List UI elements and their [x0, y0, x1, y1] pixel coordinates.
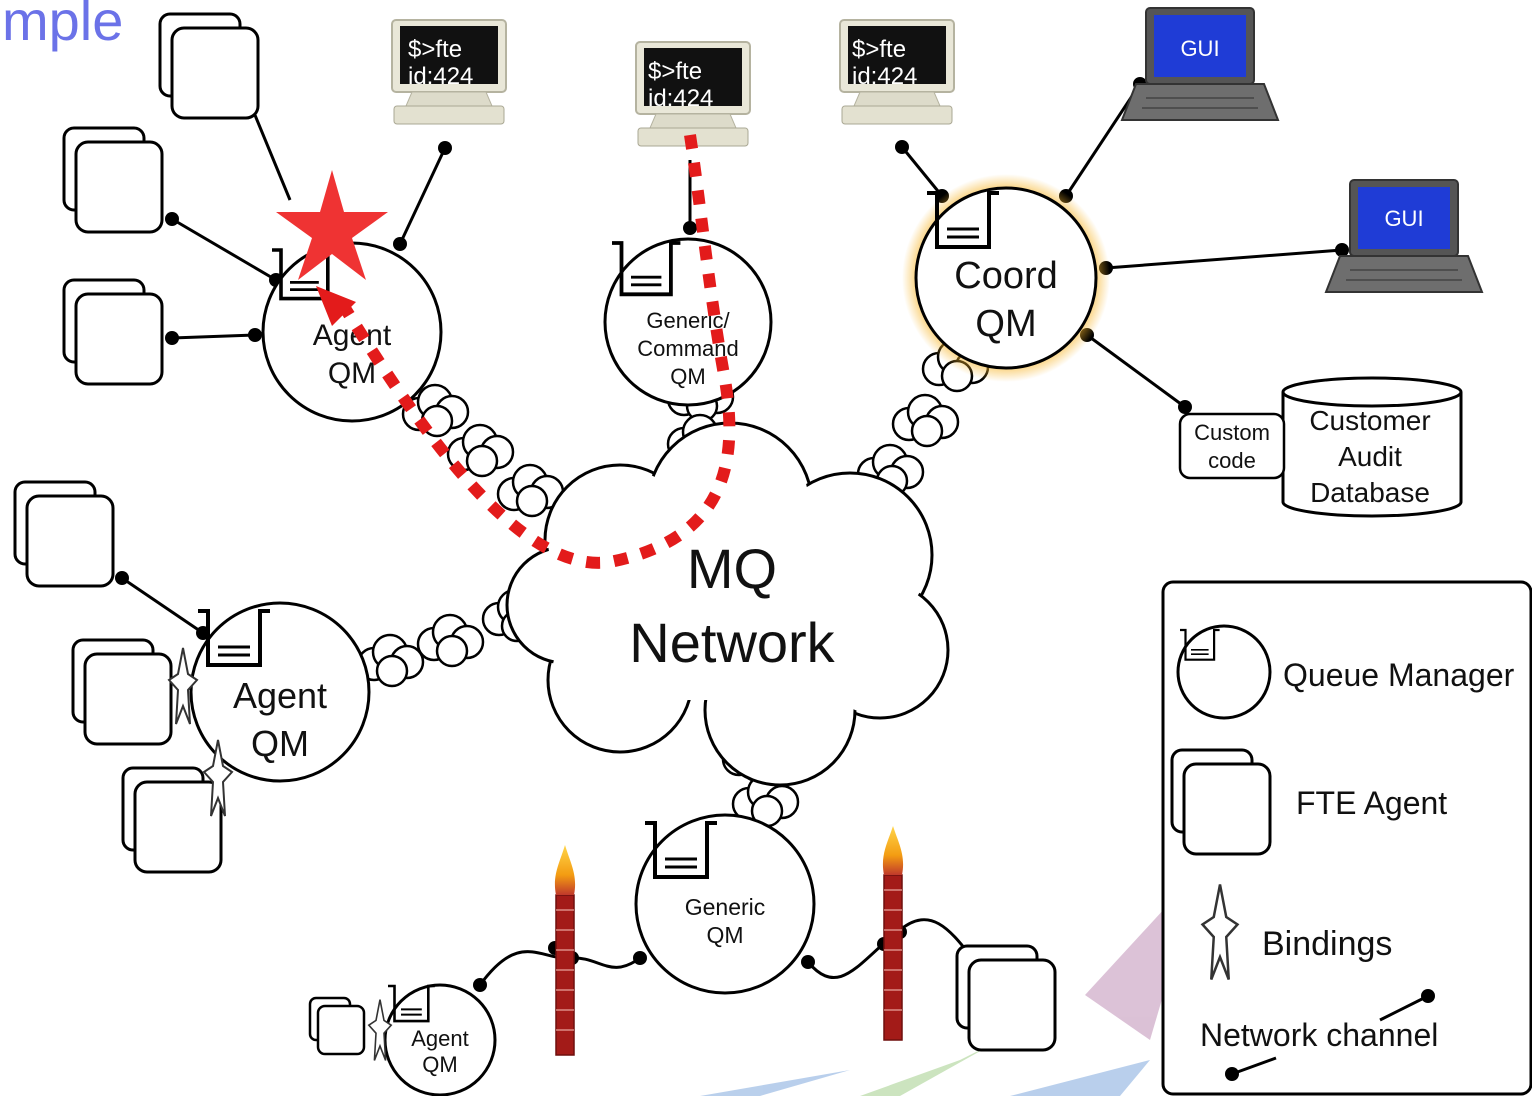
database-icon — [1281, 392, 1463, 518]
agent-icon — [955, 944, 1057, 1052]
flame-icon — [554, 845, 576, 895]
generic-command-qm: Generic/ Command QM — [603, 237, 773, 407]
terminal-2-line2: id:424 — [648, 85, 713, 112]
generic-qm-bottom: Generic QM — [634, 813, 816, 995]
laptop-2-screen: GUI — [1384, 206, 1423, 231]
legend-fte-agent: FTE Agent — [1296, 785, 1447, 821]
generic-qm-bottom-line1: Generic — [685, 894, 766, 920]
legend: Queue Manager FTE Agent Bindings Network… — [1161, 580, 1532, 1096]
firewall-icon — [555, 894, 575, 1056]
agent-icon — [1170, 748, 1272, 856]
terminal-1-line2: id:424 — [408, 63, 473, 90]
agent-qm-left-line2: QM — [251, 723, 309, 764]
coord-qm: Coord QM — [902, 174, 1110, 382]
terminal-1-line1: $>fte — [408, 36, 462, 63]
arrow-head-icon — [316, 286, 356, 326]
database-line1: Customer — [1309, 405, 1430, 436]
agent-icon — [308, 996, 366, 1056]
mq-network-cloud: MQ Network — [505, 421, 950, 787]
agent-icon — [13, 480, 115, 588]
agent-qm-bottom: Agent QM — [383, 983, 497, 1096]
network-label-line2: Network — [629, 611, 835, 674]
legend-network-channel: Network channel — [1200, 1017, 1438, 1053]
generic-command-qm-line3: QM — [670, 364, 705, 389]
custom-code-line1: Custom — [1194, 420, 1270, 445]
agent-qm-left: Agent QM — [189, 601, 371, 783]
agent-qm-left-line1: Agent — [233, 675, 327, 716]
slide-title-fragment: mple — [2, 0, 123, 52]
database-line3: Database — [1310, 477, 1430, 508]
agent-icon — [158, 12, 260, 120]
agent-qm-top-line2: QM — [328, 357, 376, 390]
agent-icon — [62, 278, 164, 386]
laptop-icon — [1325, 179, 1483, 293]
agent-qm-top: Agent QM — [261, 241, 443, 423]
database-line2: Audit — [1338, 441, 1402, 472]
legend-queue-manager: Queue Manager — [1283, 657, 1515, 693]
coord-qm-line1: Coord — [954, 255, 1058, 297]
agent-icon — [121, 766, 223, 874]
terminal-1: $>fte id:424 — [391, 19, 507, 125]
laptop-1: GUI — [1121, 7, 1279, 121]
transfer-route — [316, 134, 736, 569]
flame-icon — [882, 826, 904, 875]
agent-icon — [71, 638, 173, 746]
laptop-1-screen: GUI — [1180, 36, 1219, 61]
generic-qm-bottom-line2: QM — [706, 922, 743, 948]
coord-qm-line2: QM — [975, 303, 1036, 345]
network-label-line1: MQ — [687, 537, 777, 600]
terminal-2-line1: $>fte — [648, 58, 702, 85]
firewall-icon — [883, 874, 903, 1041]
custom-code-box: Custom code — [1178, 412, 1286, 480]
firewall-left — [554, 845, 576, 1056]
legend-bindings: Bindings — [1262, 925, 1392, 963]
laptop-2: GUI — [1325, 179, 1483, 293]
terminal-3-line1: $>fte — [852, 36, 906, 63]
custom-code-line2: code — [1208, 448, 1256, 473]
terminal-3-line2: id:424 — [852, 63, 917, 90]
agent-qm-bottom-line1: Agent — [411, 1026, 469, 1051]
customer-audit-database: Customer Audit Database — [1281, 376, 1463, 518]
terminal-3: $>fte id:424 — [839, 19, 955, 125]
terminal-2: $>fte id:424 — [635, 41, 751, 147]
agent-qm-bottom-line2: QM — [422, 1052, 457, 1077]
laptop-icon — [1121, 7, 1279, 121]
agent-icon — [62, 126, 164, 234]
agent-qm-top-line1: Agent — [313, 319, 392, 352]
star-icon — [276, 170, 388, 280]
firewall-right — [882, 826, 904, 1041]
